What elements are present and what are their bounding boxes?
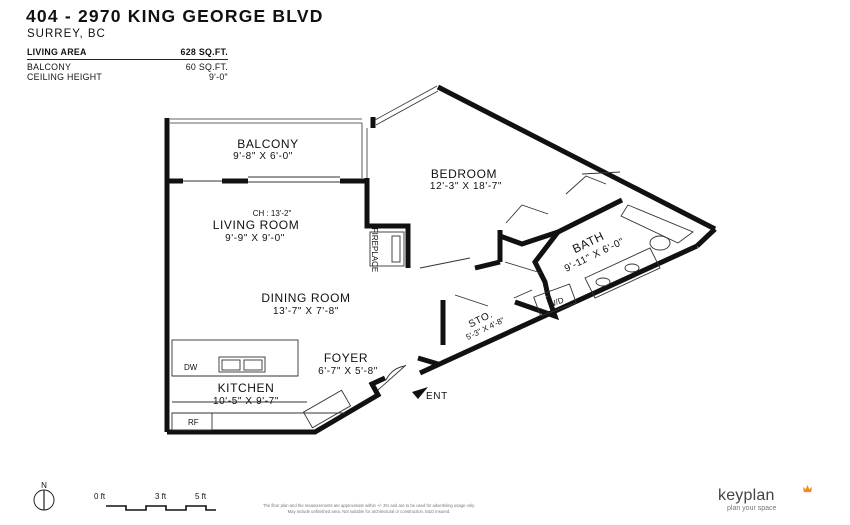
scale-bar: 0 ft 3 ft 5 ft [94, 492, 216, 511]
dining-room-dims: 13'-7" X 7'-8" [273, 306, 339, 317]
fridge-label: RF [188, 418, 199, 427]
bath-door [504, 261, 542, 274]
scale-bar-line [106, 505, 216, 511]
entry-door [377, 364, 407, 391]
balcony-label: BALCONY [237, 137, 299, 151]
living-area-value: 628 SQ.FT. [180, 47, 228, 57]
entrance-label: ENT [426, 391, 448, 402]
closet-door-b [565, 175, 607, 195]
bedroom-window-outer [374, 85, 438, 121]
foyer-wall [417, 355, 439, 367]
north-label: N [41, 481, 47, 490]
living-area-row: LIVING AREA 628 SQ.FT. [27, 47, 228, 57]
room-labels: BALCONY 9'-8" X 6'-0" BEDROOM 12'-3" X 1… [184, 137, 626, 427]
northeast-wall [436, 84, 717, 232]
bedroom-west-wall [364, 178, 411, 268]
property-address-title: 404 - 2970 KING GEORGE BLVD [26, 6, 324, 26]
storage-east-wall [514, 295, 560, 321]
washer-dryer-box [533, 283, 577, 317]
north-arrow: N [33, 481, 55, 511]
sink-basin-2 [243, 359, 263, 371]
toilet [649, 235, 671, 251]
bathtub [620, 204, 694, 244]
tip-wall [695, 227, 717, 248]
keyplan-crown-icon [803, 484, 812, 493]
living-room-dims: 9'-9" X 9'-0" [225, 233, 285, 244]
ceiling-height-label: CEILING HEIGHT [27, 72, 103, 82]
storage-door [454, 294, 489, 307]
kitchen-dims: 10'-5" X 9'-7" [213, 396, 279, 407]
sink-1 [595, 277, 611, 287]
living-area-label: LIVING AREA [27, 47, 87, 57]
ceiling-note: CH : 13'-2" [253, 209, 292, 218]
entry-arrow-icon [412, 387, 428, 399]
kitchen-sink [218, 356, 266, 373]
scale-label-3: 3 ft [155, 492, 167, 501]
balcony-area-label: BALCONY [27, 62, 72, 72]
disclaimer-line-1: The floor plan and the measurements are … [263, 503, 475, 508]
bedroom-window-inner [375, 90, 439, 126]
windows [170, 85, 439, 178]
bath-west-wall [532, 230, 560, 297]
entry-door-swing [385, 365, 406, 381]
scale-label-5: 5 ft [195, 492, 207, 501]
keyplan-tagline: plan your space [727, 505, 777, 512]
ceiling-height-value: 9'-0" [208, 72, 228, 82]
fireplace-box [369, 231, 405, 267]
bedroom-door [419, 257, 471, 269]
closet-wall-b [499, 197, 624, 247]
bedroom-label: BEDROOM [431, 167, 497, 181]
spec-divider [27, 59, 228, 60]
living-room-label: LIVING ROOM [213, 218, 300, 232]
bedroom-south-wall [474, 259, 501, 271]
thin-details [171, 171, 694, 431]
cooktop [302, 389, 352, 429]
balcony-dims: 9'-8" X 6'-0" [233, 151, 293, 162]
closet-door-a [505, 204, 549, 224]
scale-label-0: 0 ft [94, 492, 106, 501]
property-city: SURREY, BC [27, 28, 106, 40]
bedroom-dims: 12'-3" X 18'-7" [430, 181, 502, 192]
closet-door-c [581, 171, 621, 175]
fireplace-label: FIREPLACE [370, 228, 379, 272]
fireplace-insert [391, 235, 401, 263]
foyer-dims: 6'-7" X 5'-8" [318, 366, 378, 377]
balcony-area-value: 60 SQ.FT. [185, 62, 228, 72]
wd-door [513, 289, 533, 299]
dishwasher-label: DW [184, 363, 198, 372]
sink-2 [624, 263, 640, 273]
ceiling-height-row: CEILING HEIGHT 9'-0" [27, 72, 228, 82]
keyplan-logo: keyplan [718, 487, 775, 504]
dining-room-label: DINING ROOM [261, 291, 350, 305]
balcony-area-row: BALCONY 60 SQ.FT. [27, 62, 228, 72]
foyer-label: FOYER [324, 351, 368, 365]
kitchen-label: KITCHEN [218, 381, 275, 395]
vanity [584, 247, 661, 299]
sink-basin-1 [221, 359, 241, 371]
fireplace-label-group: FIREPLACE [370, 228, 379, 272]
interior-walls [167, 178, 624, 367]
kitchen-south-wall [167, 375, 387, 435]
fridge-box [171, 412, 213, 431]
disclaimer-line-2: May include unfinished area. Not suitabl… [288, 509, 451, 514]
